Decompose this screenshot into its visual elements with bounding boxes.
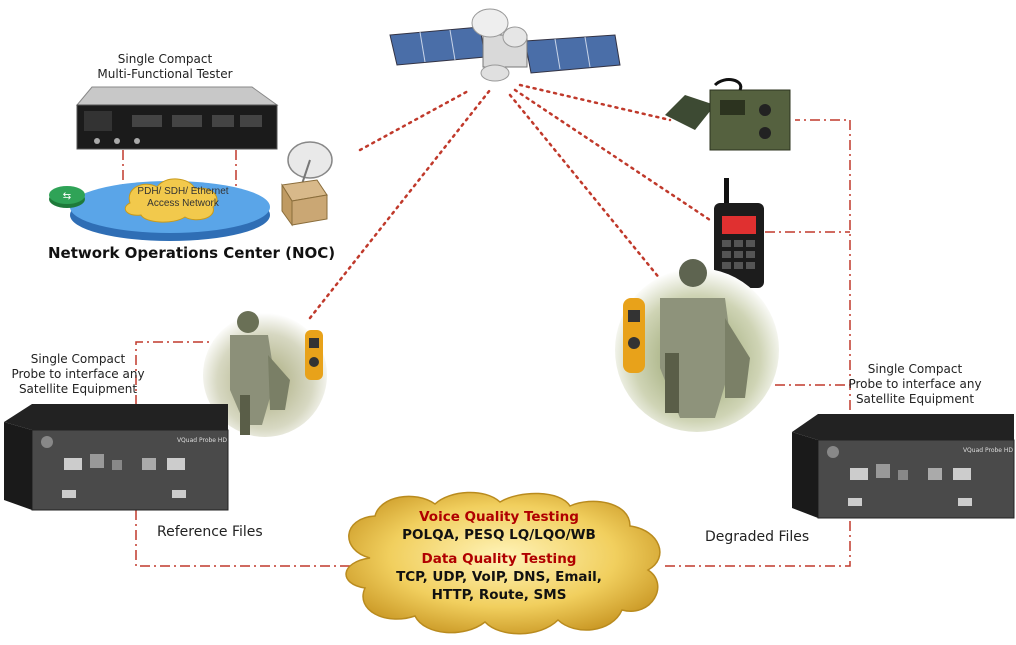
link-soldier-left-satellite: [308, 88, 492, 320]
tester-caption-line-1: Single Compact: [117, 52, 213, 66]
probe-left-device-label: VQuad Probe HD: [177, 437, 227, 444]
soldier-icon-right: [615, 259, 779, 432]
probe-left-caption-line-1: Single Compact: [30, 352, 126, 366]
walkie-talkie-icon: [305, 330, 323, 380]
voice-heading: Voice Quality Testing: [419, 509, 579, 525]
probe-right-caption-line-2: Probe to interface any: [848, 377, 982, 391]
cloud-icon: [345, 491, 661, 635]
handheld-radio-icon: [714, 178, 764, 288]
access-network-label: PDH/ SDH/ Ethernet Access Network: [128, 186, 238, 210]
probe-right-caption-line-3: Satellite Equipment: [855, 392, 975, 406]
link-probe-right-radios: [795, 119, 851, 410]
probe-right-caption: Single Compact Probe to interface any Sa…: [840, 362, 990, 407]
probe-left-caption-line-2: Probe to interface any: [11, 367, 145, 381]
link-noc-satellite: [358, 88, 472, 152]
tester-caption-line-2: Multi-Functional Tester: [97, 67, 233, 81]
router-icon: [49, 186, 85, 204]
walkie-talkie-icon-right: [623, 298, 645, 373]
dish-antenna-icon: [281, 141, 333, 227]
access-network-line-1: PDH/ SDH/ Ethernet: [137, 186, 229, 197]
link-soldier-right-satellite: [508, 93, 667, 287]
link-cloud-probe-right: [665, 510, 851, 567]
probe-left-caption: Single Compact Probe to interface any Sa…: [8, 352, 148, 397]
svg-text:⇆: ⇆: [63, 191, 71, 202]
access-network-disc: ⇆: [49, 178, 270, 241]
data-heading: Data Quality Testing: [421, 551, 577, 567]
tester-caption: Single Compact Multi-Functional Tester: [80, 52, 250, 82]
data-items-line-1: TCP, UDP, VoIP, DNS, Email,: [396, 569, 602, 585]
degraded-files-label: Degraded Files: [705, 529, 810, 545]
manpack-radio-icon: [665, 78, 791, 151]
data-items-line-2: HTTP, Route, SMS: [431, 587, 567, 603]
rack-tester-icon: [75, 86, 279, 150]
probe-device-icon-left: VQuad Probe HD: [4, 404, 229, 511]
link-handheld-satellite: [513, 88, 712, 222]
probe-left-caption-line-3: Satellite Equipment: [18, 382, 138, 396]
probe-device-icon-right: VQuad Probe HD: [792, 414, 1015, 519]
access-network-line-2: Access Network: [147, 198, 219, 209]
voice-items: POLQA, PESQ LQ/LQO/WB: [402, 527, 596, 543]
link-probe-left-cloud: [135, 510, 350, 567]
cloud-text: Voice Quality Testing POLQA, PESQ LQ/LQO…: [340, 508, 658, 604]
soldier-icon-left: [203, 311, 327, 437]
probe-right-caption-line-1: Single Compact: [867, 362, 963, 376]
probe-right-device-label: VQuad Probe HD: [963, 447, 1013, 454]
noc-title: Network Operations Center (NOC): [48, 244, 336, 262]
reference-files-label: Reference Files: [157, 524, 263, 540]
link-manpack-satellite: [518, 83, 672, 122]
link-probe-left-soldier: [135, 341, 232, 405]
satellite-icon: [389, 8, 621, 82]
